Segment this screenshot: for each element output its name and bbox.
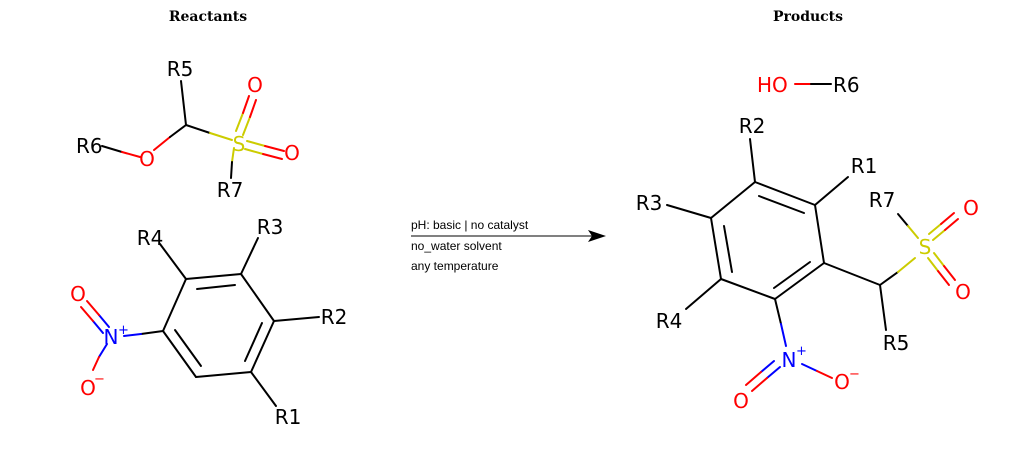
atom-label-oxygen: O [70,282,86,306]
atom-label-sulfur: S [919,235,932,259]
atom-label-oxygen: O [80,376,96,400]
atom-label-oxygen: O [247,73,263,97]
product-alcohol: HO R6 [757,73,860,97]
reactants-header: Reactants [169,9,247,25]
atom-label-r1: R1 [851,154,878,178]
atom-label-r6: R6 [833,73,860,97]
reactant-sulfonyl-ether: R6 O R5 S O O R7 [76,57,300,202]
atom-label-r4: R4 [137,226,164,250]
charge-minus: − [849,367,860,382]
atom-label-r4: R4 [656,309,683,333]
atom-label-oxygen: O [955,280,971,304]
atom-label-r2: R2 [739,114,766,138]
condition-solvent: no_water solvent [411,239,502,253]
atom-label-oxygen: O [284,141,300,165]
products-header: Products [773,9,843,25]
reaction-arrow-head [588,230,606,242]
condition-ph-catalyst: pH: basic | no catalyst [411,218,529,232]
atom-label-nitrogen: N [104,325,119,349]
atom-label-r3: R3 [636,191,663,215]
reactant-nitroarene: R4 R3 R2 R1 N + O O − [70,215,347,429]
charge-plus: + [796,344,807,359]
atom-label-oxygen: O [834,370,850,394]
product-sulfonyl-nitroarene: R2 R1 R3 R4 R7 S O O R5 N + O O − [636,114,979,413]
atom-label-oxygen: O [733,389,749,413]
atom-label-r7: R7 [217,178,244,202]
reaction-arrow-group: pH: basic | no catalyst no_water solvent… [411,218,606,273]
charge-minus: − [94,372,105,387]
atom-label-hydroxyl: HO [757,73,788,97]
atom-label-r5: R5 [167,57,194,81]
charge-plus: + [118,323,129,338]
atom-label-r6: R6 [76,134,103,158]
condition-temperature: any temperature [411,259,499,273]
atom-label-r7: R7 [869,188,896,212]
atom-label-oxygen: O [139,147,155,171]
atom-label-r3: R3 [257,215,284,239]
atom-label-sulfur: S [233,132,246,156]
atom-label-r1: R1 [275,405,302,429]
atom-label-r2: R2 [321,305,348,329]
atom-label-nitrogen: N [782,348,797,372]
atom-label-oxygen: O [963,196,979,220]
atom-label-r5: R5 [883,331,910,355]
